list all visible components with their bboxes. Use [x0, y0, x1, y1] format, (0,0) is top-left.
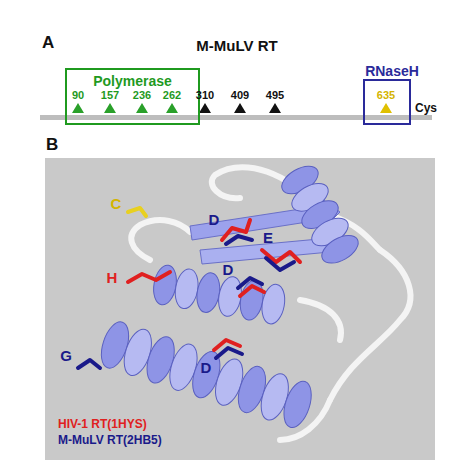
panel-letter: B: [46, 136, 58, 155]
figure-title: M-MuLV RT: [196, 38, 277, 55]
residue-letter: D: [201, 360, 212, 377]
residue-number: 495: [266, 89, 284, 101]
residue-letter: C: [111, 196, 122, 213]
residue-number: 409: [231, 89, 249, 101]
sequence-bar: [40, 115, 432, 120]
domain-label: RNaseH: [350, 64, 434, 79]
residue-number: 262: [163, 89, 181, 101]
structure-panel: [45, 158, 435, 460]
panel-letter: A: [42, 34, 54, 53]
residue-letter: G: [60, 348, 72, 365]
domain-border: [363, 79, 411, 125]
domain-label: Polymerase: [67, 70, 198, 89]
residue-number: 635: [377, 89, 395, 101]
residue-letter: E: [263, 230, 273, 247]
residue-letter: D: [223, 262, 234, 279]
structure-key: HIV-1 RT(1HYS): [58, 418, 147, 431]
residue-number: 157: [101, 89, 119, 101]
cys-markers: [72, 103, 392, 113]
residue-number: 90: [72, 89, 84, 101]
residue-letter: H: [107, 270, 118, 287]
residue-letter: D: [209, 212, 220, 229]
structure-key: M-MuLV RT(2HB5): [58, 434, 162, 447]
residue-number: 310: [196, 89, 214, 101]
residue-number: 236: [133, 89, 151, 101]
cys-label: Cys: [415, 102, 437, 115]
helix-bottom: [96, 318, 316, 430]
residue-sticks: [78, 208, 300, 368]
coil-ribbons: [131, 167, 410, 440]
